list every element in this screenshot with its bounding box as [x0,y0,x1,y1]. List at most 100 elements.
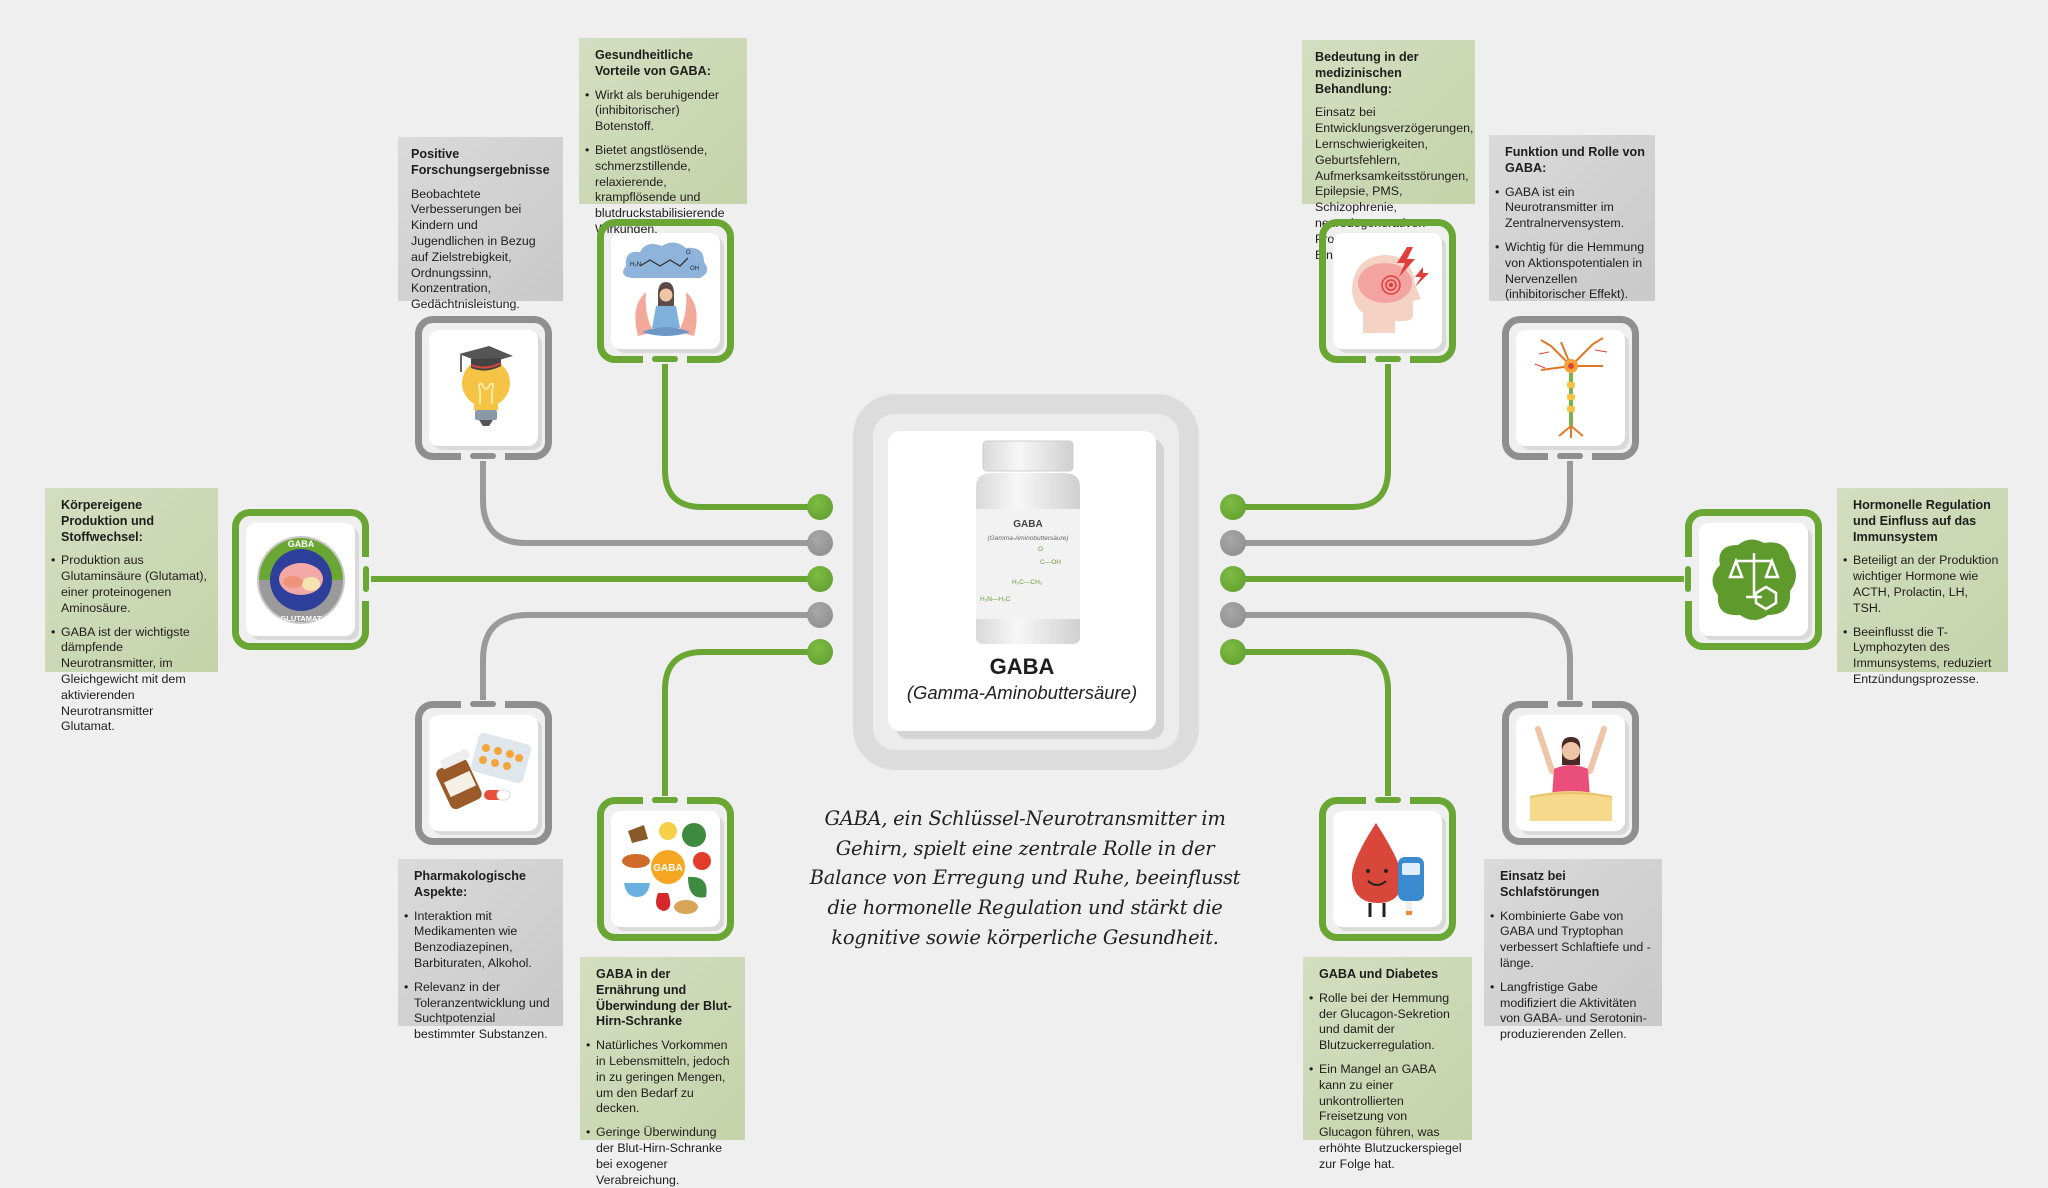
connector-dot [1220,566,1246,592]
connector-dot [1220,530,1246,556]
connector-diabetes [1230,649,1391,800]
frame-connector-cap [1557,701,1583,707]
topic-title: GABA in der Ernährung und Überwindung de… [596,967,732,1029]
frame-connector-cap [652,797,678,803]
topic-bullet: Ein Mangel an GABA kann zu einer unkontr… [1309,1062,1463,1173]
topic-bullet: Relevanz in der Toleranzentwicklung und … [404,980,554,1043]
topic-title: Positive Forschungsergebnisse [411,147,550,177]
frame-schlaf [1502,701,1639,845]
connector-pharma [480,612,823,704]
svg-text:C—OH: C—OH [1040,559,1061,566]
topic-title: GABA und Diabetes [1319,967,1439,981]
topic-pharma: Pharmakologische Aspekte: Interaktion mi… [398,859,563,1041]
svg-text:GABA: GABA [1013,519,1042,530]
gaba-bottle-icon: GABA (Gamma-Aminobuttersäure) O C—OH H₂C… [976,440,1080,644]
connector-dot [1220,494,1246,520]
topic-text: Beobachtete Verbesserungen bei Kindern u… [411,186,536,312]
frame-ernaehrung: GABA [597,797,734,941]
gaba-glutamat-brain-icon: GABA GLUTAMAT [256,535,345,624]
topic-title: Bedeutung in der medizinischen Behandlun… [1315,50,1419,96]
connector-funktion [1230,457,1573,546]
connector-dot [1220,602,1246,628]
frame-koerper: GABA GLUTAMAT [232,509,369,650]
connector-dot [1220,639,1246,665]
svg-text:GABA: GABA [287,539,314,549]
svg-text:GABA: GABA [653,863,682,874]
connector-dot [807,494,833,520]
waking-woman-icon [1529,726,1612,821]
frame-diabetes [1319,797,1456,941]
connector-dot [807,566,833,592]
topic-diabetes: GABA und Diabetes Rolle bei der Hemmung … [1303,957,1472,1171]
connector-dot [807,639,833,665]
blood-drop-glucometer-icon [1351,823,1424,917]
topic-title: Körpereigene Produktion und Stoffwechsel… [61,498,155,544]
topic-bullet: GABA ist ein Neurotransmitter im Zentral… [1495,185,1646,232]
frame-connector-cap [470,453,496,459]
connector-dot [807,602,833,628]
lightbulb-graduation-icon [458,346,513,426]
topic-bullet: Interaktion mit Medikamenten wie Benzodi… [404,909,554,972]
topic-bullet: Geringe Überwindung der Blut-Hirn-Schran… [586,1125,736,1188]
topic-title: Einsatz bei Schlafstörungen [1500,869,1600,899]
pills-icon [435,732,531,810]
topic-bullet: GABA ist der wichtigste dämpfende Neurot… [51,625,209,736]
frame-positive [415,316,552,460]
topic-ernaehrung: GABA in der Ernährung und Überwindung de… [580,957,745,1187]
brain-head-lightning-icon [1351,247,1429,333]
frame-vorteile: H₂N OH O [597,219,734,363]
connector-bedeutung [1230,360,1391,510]
frame-connector-cap [1685,566,1691,592]
connector-ernaehrung [662,649,823,800]
connector-vorteile [662,360,823,510]
frame-connector-cap [363,566,369,592]
topic-bullet: Bietet angstlösende, schmerzstillende, r… [585,143,738,238]
frame-connector-cap [1557,453,1583,459]
connector-dot [807,530,833,556]
topic-koerper: Körpereigene Produktion und Stoffwechsel… [45,488,218,733]
center-title: GABA [989,654,1055,679]
frame-funktion [1502,316,1639,460]
topic-positive: Positive Forschungsergebnisse Beobachtet… [398,137,563,311]
frame-connector-cap [1375,356,1401,362]
summary-text: GABA, ein Schlüssel-Neurotransmitter im … [809,807,1241,949]
topic-title: Gesundheitliche Vorteile von GABA: [595,48,711,78]
topic-bullet: Wirkt als beruhigender (inhibitorischer)… [585,88,738,135]
meditation-icon: H₂N OH O [622,242,707,336]
hormone-balance-icon [1711,538,1796,620]
topic-bullet: Kombinierte Gabe von GABA und Tryptophan… [1490,909,1653,972]
topic-bullet: Produktion aus Glutaminsäure (Glutamat),… [51,553,209,616]
topic-bullet: Rolle bei der Hemmung der Glucagon-Sekre… [1309,991,1463,1054]
topic-title: Pharmakologische Aspekte: [414,869,526,899]
neuron-icon [1534,337,1607,438]
topic-hormon: Hormonelle Regulation und Einfluss auf d… [1837,488,2008,686]
food-icon: GABA [621,822,711,914]
svg-text:(Gamma-Aminobuttersäure): (Gamma-Aminobuttersäure) [988,535,1069,542]
frame-bedeutung [1319,219,1456,363]
svg-text:O: O [1038,546,1043,553]
svg-text:OH: OH [690,266,699,272]
topic-vorteile: Gesundheitliche Vorteile von GABA: Wirkt… [579,38,747,236]
topic-bullet: Beeinflusst die T-Lymphozyten des Immuns… [1843,625,1999,688]
svg-text:GLUTAMAT: GLUTAMAT [280,614,321,623]
connector-schlaf [1230,612,1573,704]
connector-positive [480,457,823,546]
svg-text:O: O [686,250,691,256]
topic-bullet: Langfristige Gabe modifiziert die Aktivi… [1490,980,1653,1043]
svg-text:H₂N—H₂C: H₂N—H₂C [980,596,1011,603]
svg-text:H₂N: H₂N [630,262,641,268]
frame-pharma [415,701,552,845]
topic-bullet: Wichtig für die Hemmung von Aktionspoten… [1495,240,1646,303]
frame-connector-cap [1375,797,1401,803]
center-subtitle: (Gamma-Aminobuttersäure) [906,682,1138,703]
topic-title: Funktion und Rolle von GABA: [1505,145,1645,175]
frame-hormon [1685,509,1822,650]
center-card: GABA (Gamma-Aminobuttersäure) O C—OH H₂C… [888,431,1156,731]
topic-bedeutung: Bedeutung in der medizinischen Behandlun… [1302,40,1475,262]
topic-schlaf: Einsatz bei Schlafstörungen Kombinierte … [1484,859,1662,1041]
topic-bullet: Beteiligt an der Produktion wichtiger Ho… [1843,553,1999,616]
topic-title: Hormonelle Regulation und Einfluss auf d… [1853,498,1991,544]
svg-text:H₂C—CH₂: H₂C—CH₂ [1012,579,1043,586]
frame-connector-cap [652,356,678,362]
